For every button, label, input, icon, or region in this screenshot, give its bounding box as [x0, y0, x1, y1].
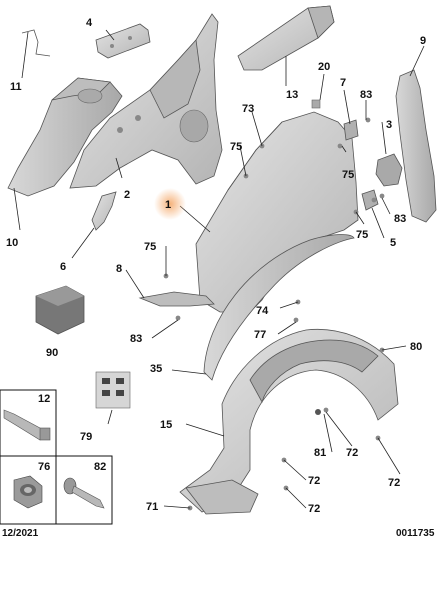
part-7-clip — [343, 119, 359, 141]
callout-labels: 4 11 2 10 6 8 1 75 83 90 13 20 7 83 9 73… — [6, 17, 426, 515]
part-6-support — [91, 191, 117, 231]
callout-15: 15 — [160, 419, 172, 431]
callout-12: 12 — [38, 393, 50, 405]
part-15-wheel-liner — [179, 328, 399, 515]
part-5-clip — [361, 189, 379, 211]
callout-74: 74 — [256, 305, 269, 317]
callout-72-a: 72 — [346, 447, 358, 459]
selected-part-highlight — [154, 188, 186, 220]
part-2-wheelhouse-panel — [69, 13, 223, 189]
part-35-arch-molding — [203, 234, 355, 381]
callout-75-d: 75 — [356, 229, 368, 241]
callout-35: 35 — [150, 363, 162, 375]
callout-82: 82 — [94, 461, 106, 473]
screw-12-icon — [3, 409, 51, 441]
callout-72-c: 72 — [308, 475, 320, 487]
part-10-inner-member — [7, 77, 123, 197]
callout-80: 80 — [410, 341, 422, 353]
callout-20: 20 — [318, 61, 330, 73]
callout-83-b: 83 — [360, 89, 372, 101]
callout-72-b: 72 — [388, 477, 400, 489]
footer-reference: 0011735 — [396, 528, 435, 539]
callout-10: 10 — [6, 237, 18, 249]
callout-79: 79 — [80, 431, 92, 443]
part-8-bracket — [138, 291, 215, 307]
part-79-clip-pack: 79 — [80, 371, 131, 443]
callout-11: 11 — [10, 81, 22, 93]
callout-75-a: 75 — [144, 241, 156, 253]
part-9-rear-panel — [395, 69, 437, 223]
part-11-wire-bracket — [21, 29, 51, 57]
part-13-upper-panel — [237, 5, 335, 71]
footer-date: 12/2021 — [2, 528, 39, 539]
callout-75-b: 75 — [230, 141, 242, 153]
callout-77: 77 — [254, 329, 266, 341]
callout-73: 73 — [242, 103, 254, 115]
nut-76-icon — [13, 475, 43, 509]
part-3-bracket — [375, 153, 403, 187]
callout-71: 71 — [146, 501, 158, 513]
callout-83-c: 83 — [394, 213, 406, 225]
callout-1: 1 — [165, 199, 171, 211]
part-20-plug — [311, 99, 321, 109]
callout-13: 13 — [286, 89, 298, 101]
callout-6: 6 — [60, 261, 66, 273]
callout-75-c: 75 — [342, 169, 354, 181]
callout-8: 8 — [116, 263, 122, 275]
rivet-82-icon — [63, 477, 105, 509]
part-4-bracket — [95, 23, 151, 59]
part-90-foam-block — [35, 285, 85, 335]
callout-3: 3 — [386, 119, 392, 131]
callout-2: 2 — [124, 189, 130, 201]
callout-81: 81 — [314, 447, 326, 459]
callout-83-a: 83 — [130, 333, 142, 345]
leader-lines — [13, 29, 425, 509]
callout-90: 90 — [46, 347, 58, 359]
callout-72-d: 72 — [308, 503, 320, 515]
callout-5: 5 — [390, 237, 396, 249]
callout-76: 76 — [38, 461, 50, 473]
callout-7: 7 — [340, 77, 346, 89]
fastener-detail-boxes: 12 76 82 — [0, 389, 113, 525]
callout-9: 9 — [420, 35, 426, 47]
callout-4: 4 — [86, 17, 93, 29]
